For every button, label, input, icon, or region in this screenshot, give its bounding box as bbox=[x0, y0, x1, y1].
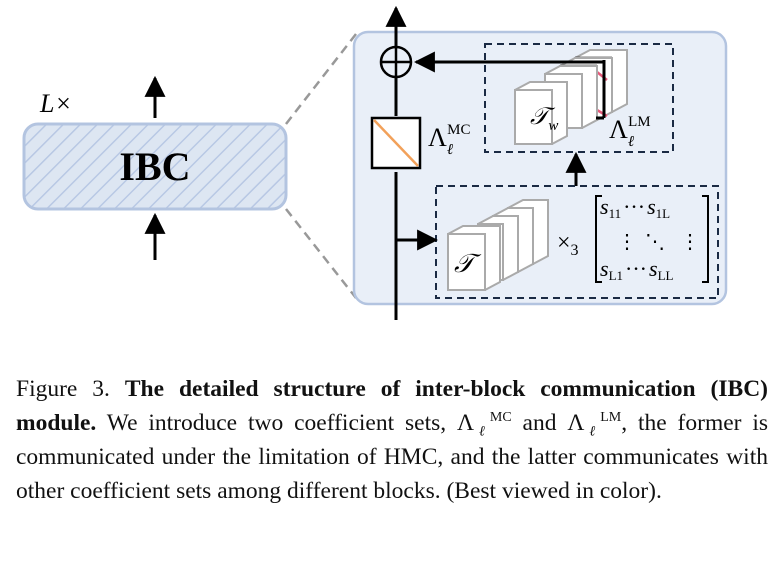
sum-node bbox=[379, 45, 413, 79]
ibc-diagram: L× IBC ΛℓMC bbox=[22, 5, 728, 320]
caption-lambda-mc: ΛℓMC bbox=[457, 410, 512, 440]
lambda-lm-label: ΛℓLM bbox=[609, 114, 651, 150]
t-block-stack bbox=[447, 199, 549, 291]
times3-label: ×3 bbox=[557, 230, 579, 259]
matrix-row-3: sL1···sLL bbox=[600, 256, 674, 283]
caption-lambda-lm: ΛℓLM bbox=[567, 410, 622, 440]
caption-and: and bbox=[522, 410, 557, 436]
figure-caption: Figure 3. The detailed structure of inte… bbox=[16, 372, 768, 508]
matrix-row-1: s11···s1L bbox=[600, 194, 670, 221]
zoom-line-bottom bbox=[285, 208, 357, 299]
caption-text-2: , the former is communicated under the l… bbox=[16, 410, 769, 504]
matrix-row-2-col-1: ⋮ bbox=[617, 231, 637, 253]
figure-label: Figure 3. bbox=[16, 376, 110, 402]
ibc-label: IBC bbox=[119, 144, 190, 189]
similarity-matrix: s11···s1L ⋮ ⋱ ⋮ sL1···sLL bbox=[595, 194, 709, 283]
repeat-label: L× bbox=[39, 89, 72, 118]
lambda-mc-label: ΛℓMC bbox=[428, 122, 470, 158]
zoom-line-top bbox=[285, 33, 357, 125]
ibc-block-group: L× IBC bbox=[22, 75, 288, 260]
tw-block-stack bbox=[514, 49, 628, 145]
caption-text-1: We introduce two coefficient sets, bbox=[106, 410, 447, 436]
mc-coefficient-box bbox=[370, 116, 422, 170]
matrix-row-2-col-2: ⋱ bbox=[645, 231, 665, 253]
matrix-row-2-col-3: ⋮ bbox=[680, 231, 700, 253]
ibc-block bbox=[22, 122, 288, 211]
caption-title: The detailed structure of inter-block co… bbox=[16, 376, 768, 436]
